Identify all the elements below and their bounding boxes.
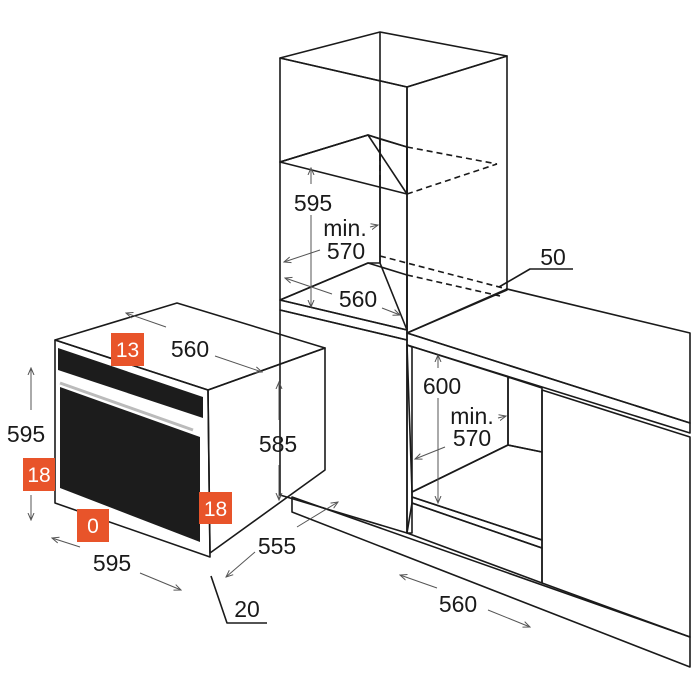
tall-min-label: min. [323,215,366,241]
tall-width-label: 560 [339,286,377,312]
base-cabinet-door [541,389,691,638]
oven-height-label: 595 [7,421,45,447]
niche-inner-side [379,138,408,331]
badge-left [23,458,55,491]
countertop-edge [406,332,691,434]
upper-compartment [279,57,408,195]
oven-depth-label: 555 [258,533,296,559]
oven-front-frame [54,339,211,558]
oven-side-height-label: 585 [259,431,297,457]
tall-cabinet-top [279,31,508,88]
hidden-edge [406,146,498,165]
oven [54,302,326,558]
base-min-depth-label: 570 [453,425,491,451]
dimension-arrows [31,168,573,627]
tall-cabinet-side [406,55,508,334]
plinth [291,496,691,668]
base-niche-height-label: 600 [423,373,461,399]
badge-bottom-label: 0 [87,515,99,538]
oven-width-label: 595 [93,550,131,576]
badge-right-label: 18 [204,498,227,521]
tall-min-depth-label: 570 [327,238,365,264]
tall-cabinet [279,31,508,534]
oven-front-offset-label: 20 [234,596,260,622]
badge-top-label: 13 [116,339,139,362]
clearance-badges: 13 18 0 18 [23,333,232,542]
base-width-label: 560 [439,591,477,617]
oven-door-handle [59,381,194,432]
badge-top [111,333,144,366]
badge-right [199,492,232,524]
badge-left-label: 18 [27,464,50,487]
oven-control-panel [58,348,203,418]
dimension-labels: 595 560 585 555 595 20 595 min. 570 560 … [7,190,566,622]
oven-door-glass [60,387,200,542]
oven-top-depth-label: 560 [171,336,209,362]
hidden-edge [406,163,498,195]
base-cabinet [406,288,691,638]
badge-bottom [77,509,109,542]
vent-gap-label: 50 [540,244,566,270]
base-min-label: min. [450,403,493,429]
tall-niche-height-label: 595 [294,190,332,216]
